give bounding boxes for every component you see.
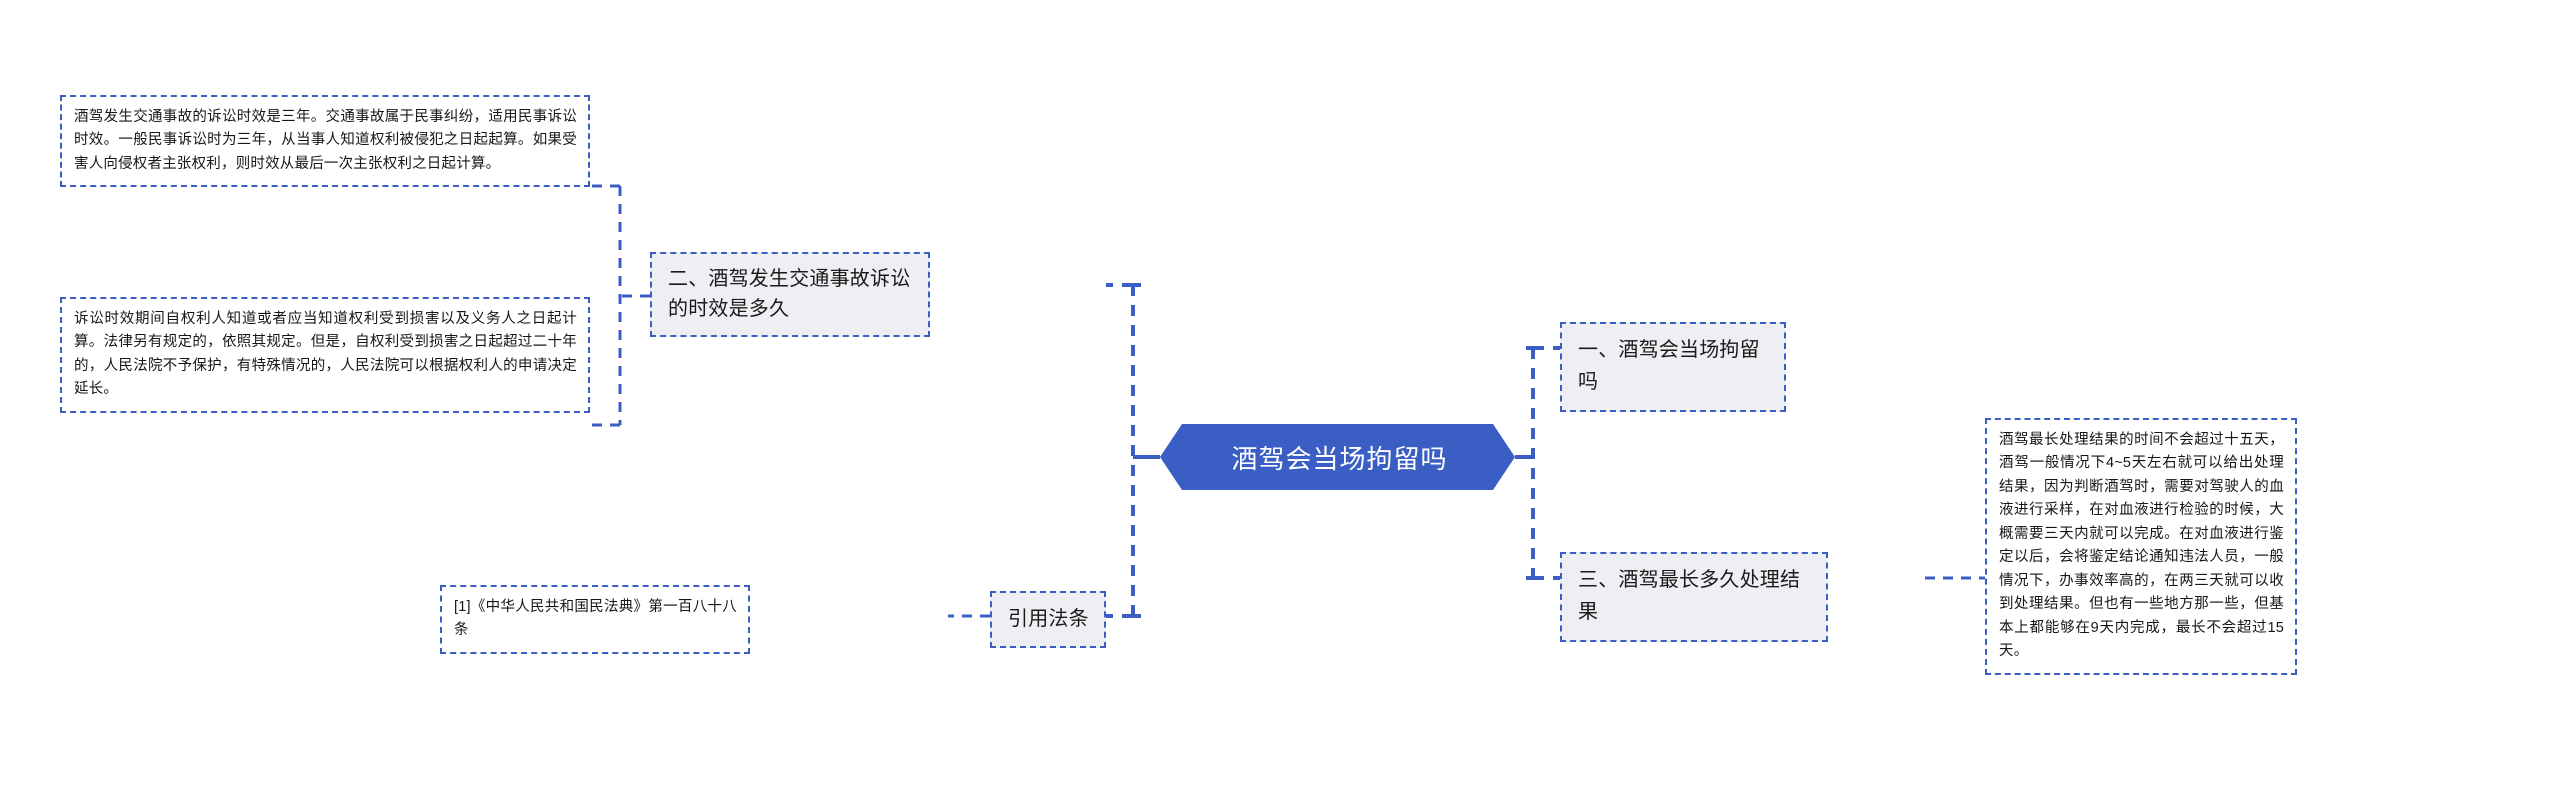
detail-box-citation[interactable]: [1]《中华人民共和国民法典》第一百八十八条 [440,585,750,654]
branch-node-two[interactable]: 二、酒驾发生交通事故诉讼的时效是多久 [650,252,930,337]
detail-box-processing-time[interactable]: 酒驾最长处理结果的时间不会超过十五天，酒驾一般情况下4~5天左右就可以给出处理结… [1985,418,2297,675]
root-node[interactable]: 酒驾会当场拘留吗 [1160,424,1515,490]
branch-node-one[interactable]: 一、酒驾会当场拘留吗 [1560,322,1786,412]
detail-box-limitation-start[interactable]: 诉讼时效期间自权利人知道或者应当知道权利受到损害以及义务人之日起计算。法律另有规… [60,297,590,413]
branch-node-three[interactable]: 三、酒驾最长多久处理结果 [1560,552,1828,642]
detail-box-limitation-period[interactable]: 酒驾发生交通事故的诉讼时效是三年。交通事故属于民事纠纷，适用民事诉讼时效。一般民… [60,95,590,188]
branch-node-citation[interactable]: 引用法条 [990,591,1106,649]
root-node-label: 酒驾会当场拘留吗 [1231,443,1448,474]
